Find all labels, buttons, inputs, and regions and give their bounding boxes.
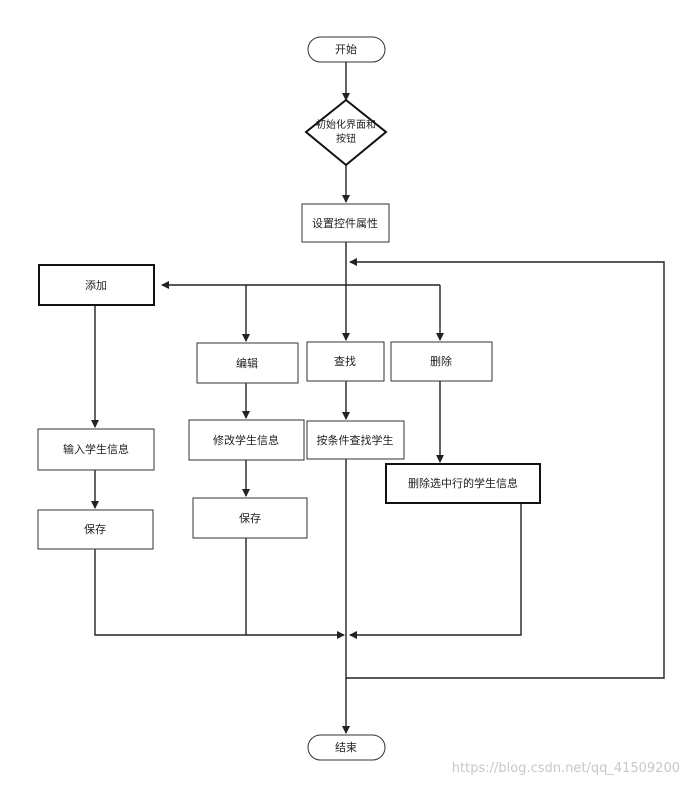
watermark-text: https://blog.csdn.net/qq_41509200 bbox=[452, 761, 680, 776]
node-start-label: 开始 bbox=[335, 42, 357, 56]
node-find-label: 查找 bbox=[334, 354, 356, 368]
edge-delete-selected-merge bbox=[349, 503, 522, 639]
node-delete-selected: 删除选中行的学生信息 bbox=[385, 463, 541, 504]
node-save-edit: 保存 bbox=[192, 497, 308, 539]
node-end-label: 结束 bbox=[335, 741, 357, 754]
node-init-label-line1: 初始化界面和 bbox=[316, 118, 376, 131]
node-save-edit-label: 保存 bbox=[239, 511, 261, 525]
node-find: 查找 bbox=[306, 341, 385, 382]
node-edit-label: 编辑 bbox=[236, 356, 258, 370]
node-set-props: 设置控件属性 bbox=[301, 203, 390, 243]
node-modify-info: 修改学生信息 bbox=[188, 419, 305, 461]
node-edit: 编辑 bbox=[196, 342, 299, 384]
node-modify-info-label: 修改学生信息 bbox=[213, 433, 279, 447]
node-delete-label: 删除 bbox=[430, 354, 452, 368]
node-init-label-line2: 按钮 bbox=[336, 132, 356, 145]
node-add-label: 添加 bbox=[85, 278, 107, 292]
node-start: 开始 bbox=[307, 36, 386, 63]
node-input-info-label: 输入学生信息 bbox=[63, 442, 129, 456]
node-end: 结束 bbox=[307, 734, 386, 761]
node-delete: 删除 bbox=[390, 341, 493, 382]
node-save-add: 保存 bbox=[37, 509, 154, 550]
connectors bbox=[91, 62, 665, 734]
node-save-add-label: 保存 bbox=[84, 522, 106, 536]
node-search-by-cond: 按条件查找学生 bbox=[306, 420, 405, 460]
node-input-info: 输入学生信息 bbox=[37, 428, 155, 471]
node-set-props-label: 设置控件属性 bbox=[312, 216, 378, 230]
node-add: 添加 bbox=[38, 264, 155, 306]
node-delete-selected-label: 删除选中行的学生信息 bbox=[408, 476, 518, 490]
node-init: 初始化界面和 按钮 bbox=[304, 98, 388, 167]
edge-save-add-merge bbox=[94, 549, 246, 636]
node-search-by-cond-label: 按条件查找学生 bbox=[317, 433, 394, 447]
edge-loop-back bbox=[346, 258, 665, 679]
